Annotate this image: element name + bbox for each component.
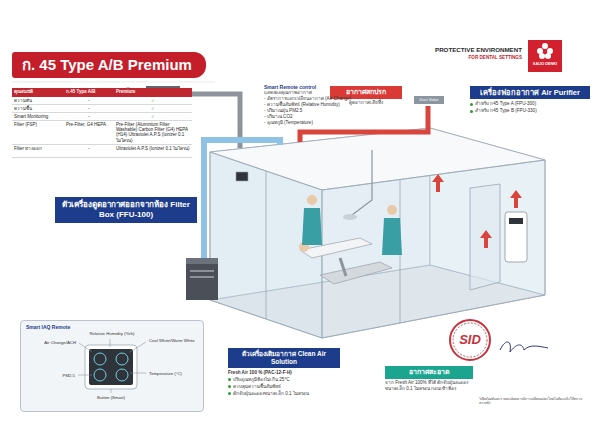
stamp-ring <box>453 323 487 357</box>
filter-box-callout: ตัวเครื่องดูดอากาศออกจากห้อง Filter Box … <box>55 197 197 223</box>
node-heading: SID <box>459 332 481 348</box>
table-cell: - <box>64 145 114 158</box>
table-cell: Pre-Filter, G4 HEPA <box>64 121 114 145</box>
signature <box>500 342 548 352</box>
node-heading: เครื่องฟอกอากาศ Air Purifier <box>470 86 590 99</box>
node-heading: ก. 45 Type A/B Premium <box>12 52 206 78</box>
remote-feature-text: - ปริมาณฝุ่น PM2.5 <box>262 107 366 114</box>
table-cell: Ultraviolet A.P.S (Ionizer 0.1 ไมโครน) <box>114 145 192 158</box>
table-cell: ✓ <box>114 105 192 113</box>
table-cell: Filter (FSP) <box>12 121 64 145</box>
table-cell: Smart Monitoring <box>12 113 64 121</box>
clean-air-callout: อากาศสะอาดจาก Fresh Air 100% ที่ได้ ดักจ… <box>385 366 473 391</box>
dirty-air-duct <box>300 106 428 142</box>
node-heading: SAIJO DENKI <box>528 40 562 67</box>
dental-chair <box>299 150 392 284</box>
remote-callout: Temperature (°C) <box>147 370 201 376</box>
table-cell: ก.45 Type A/B <box>64 88 114 97</box>
glass-room <box>210 128 545 338</box>
remote-feature-text: - ความชื้นสัมพัทธ์ (Relative Humidity) <box>262 101 366 108</box>
table-cell: Pre-Filter (Aluminium Filter Washable) C… <box>114 121 192 145</box>
logo-ground <box>528 40 562 72</box>
duct-valve-box: Duct Valve <box>414 96 444 104</box>
leader-lines <box>78 339 146 393</box>
fresh-air-duct <box>204 140 280 258</box>
remote-callout: PM2.5 <box>26 372 77 378</box>
remote-feature-text: แสดงผลคุณภาพอากาศ <box>262 89 366 96</box>
footnote: *ผลิตภัณฑ์และรายละเอียดอาจมีการเปลี่ยนแป… <box>477 396 589 406</box>
table-cell: - <box>64 97 114 105</box>
airflow-arrows <box>432 174 522 248</box>
remote-feature-text: - ปริมาณ CO2 <box>262 113 366 120</box>
clean-air-unit <box>186 258 218 300</box>
air-purifier-unit <box>505 212 527 262</box>
rule-line <box>12 82 215 83</box>
remote-panel-ground <box>20 320 204 412</box>
table-cell: ความดัน <box>12 97 64 105</box>
brand-heading: PROTECTIVE ENVIRONMENT <box>424 45 524 53</box>
remote-callout: Relative Humidity (%rh) <box>82 330 142 336</box>
node-heading: ตัวเครื่องเติมอากาศ Clean Air Solution <box>228 348 340 368</box>
brand-subheading: FOR DENTAL SETTINGS <box>424 54 524 61</box>
remote-feature-text: Smart Remote control <box>262 83 366 90</box>
node-body-text: สำหรับ ก45 Type B (FPU-330) <box>470 106 590 113</box>
remote-callout: Cool White/Warm White <box>147 337 201 343</box>
table-cell: - <box>64 105 114 113</box>
node-body-text: Fresh Air 100 % (PAC-12-F-H) <box>228 368 340 375</box>
table-cell: - <box>64 113 114 121</box>
title-band: ก. 45 Type A/B Premium <box>12 52 206 78</box>
table-cell: Premium <box>114 88 192 97</box>
remote-callout: Air Change/ACH <box>26 339 78 345</box>
remote-device <box>85 345 137 389</box>
node-body-text: ปรับอุณหภูมิห้องไม่เกิน 25°C <box>228 375 340 382</box>
table-cell: ✓ <box>114 113 192 121</box>
node-body-text: สำหรับ ก45 Type A (FPU-300) <box>470 99 590 106</box>
dentist-figures <box>302 195 402 255</box>
logo-flower <box>537 43 553 59</box>
table-cell: Filter ทางออก <box>12 145 64 158</box>
remote-feature-text: - อัตราการแลกเปลี่ยนอากาศ (Air Change) <box>262 95 366 102</box>
air-purifier-callout: เครื่องฟอกอากาศ Air Purifierสำหรับ ก45 T… <box>470 86 590 113</box>
node-heading: Duct Valve <box>414 96 444 104</box>
node-body-text: จาก Fresh Air 100% ที่ได้ ดักจับฝุ่นละออ… <box>385 379 473 392</box>
remote-feature-text: - อุณหภูมิ (Temperature) <box>262 119 366 126</box>
node-body-text: ควบคุมความชื้นสัมพัทธ์ <box>228 382 340 389</box>
node-body-text: ดักจับฝุ่นละอองขนาดเล็ก 0.1 ไมครอน <box>228 389 340 396</box>
clean-air-unit-callout: ตัวเครื่องเติมอากาศ Clean Air SolutionFr… <box>228 348 340 396</box>
wall-remote <box>236 172 248 181</box>
table-cell: ✓ <box>114 97 192 105</box>
brand-logo: SAIJO DENKI <box>528 40 562 72</box>
node-heading: ตัวเครื่องดูดอากาศออกจากห้อง Filter Box … <box>55 197 197 223</box>
table-cell: ความชื้น <box>12 105 64 113</box>
remote-callout: Button (Smart) <box>81 394 141 400</box>
table-cell: คุณสมบัติ <box>12 88 64 97</box>
node-heading: อากาศสะอาด <box>385 366 473 379</box>
company-stamp: SID <box>449 319 491 361</box>
